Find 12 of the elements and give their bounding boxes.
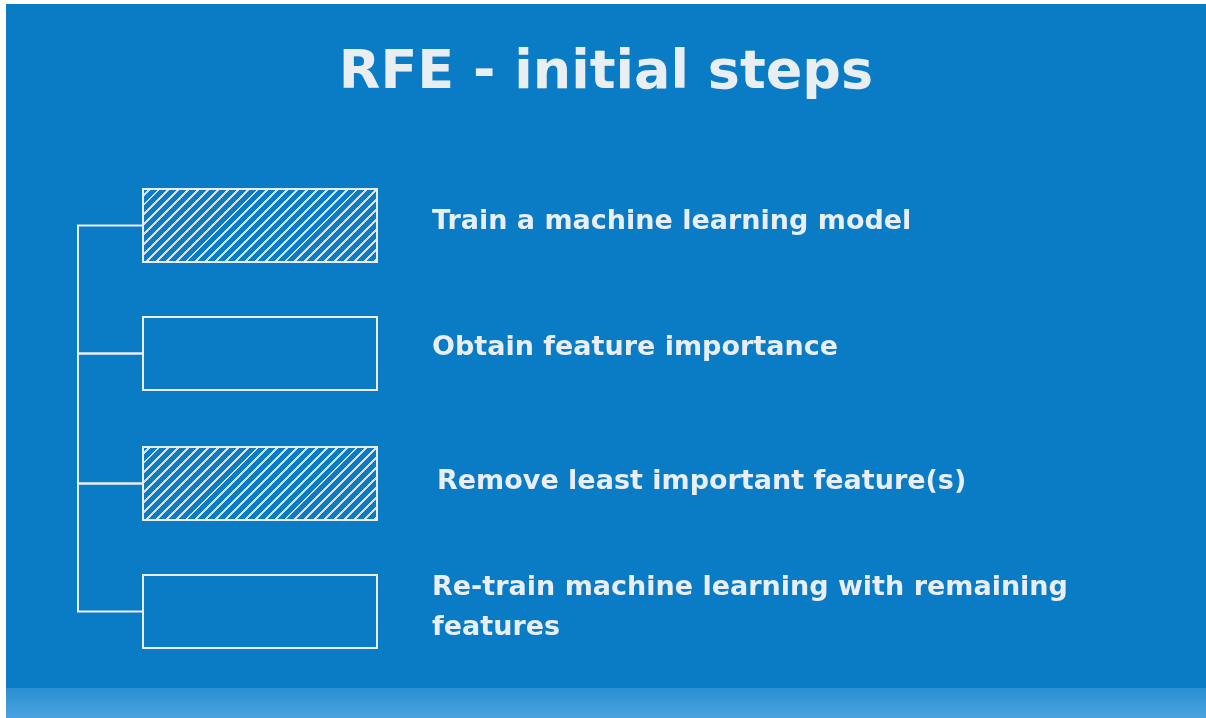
title: RFE - initial steps [337,37,875,103]
bracket-connector [77,482,143,613]
step-box [142,574,378,649]
hatched-step-box [142,446,378,521]
hatched-step-box [142,188,378,263]
bracket-connector [77,352,143,485]
step-description: Re-train machine learning with remaining features [432,569,1069,643]
step-description: Train a machine learning model [432,203,913,237]
step-description: Obtain feature importance [432,329,839,363]
step-box [142,316,378,391]
bracket-connector [77,224,143,355]
step-description: Remove least important feature(s) [437,463,968,497]
